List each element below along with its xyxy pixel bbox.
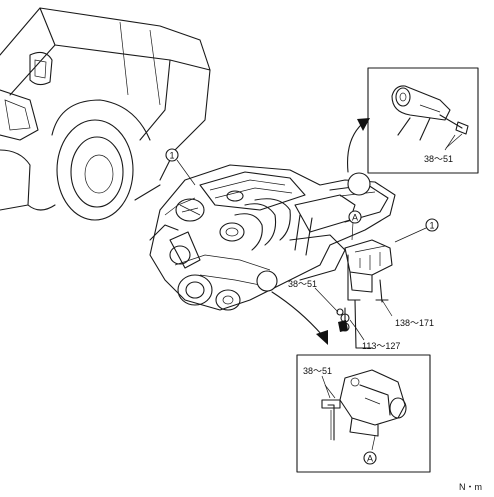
torque-label-upper-detail: 38〜51 [424, 154, 453, 164]
torque-label-bracket-bolt: 138〜171 [395, 318, 434, 328]
reference-letter-label: A [367, 454, 373, 464]
detail-marker-lower [256, 270, 278, 292]
detail-box-upper [367, 67, 479, 174]
mount-bracket [336, 239, 393, 349]
part-number-label: 1 [169, 151, 174, 161]
torque-label-mount-bolt: 38〜51 [288, 279, 317, 289]
part-callout-engine: 1 [165, 148, 179, 162]
part-number-label: 1 [429, 221, 434, 231]
vehicle-body-outline [0, 7, 211, 221]
detail-marker-upper [347, 172, 371, 196]
reference-callout-lower: A [363, 451, 377, 465]
detail-box-upper-frame [367, 67, 479, 174]
reference-letter-label: A [352, 213, 358, 223]
callout-arrows [256, 118, 371, 345]
detail-box-lower-frame [296, 354, 431, 473]
torque-label-mount-nut: 113〜127 [362, 341, 400, 351]
leader-lines [176, 133, 463, 399]
reference-callout-upper: A [348, 210, 362, 224]
unit-label: N・m [459, 482, 482, 492]
part-callout-bracket: 1 [425, 218, 439, 232]
detail-box-lower [296, 354, 431, 473]
torque-label-lower-detail: 38〜51 [303, 366, 332, 376]
